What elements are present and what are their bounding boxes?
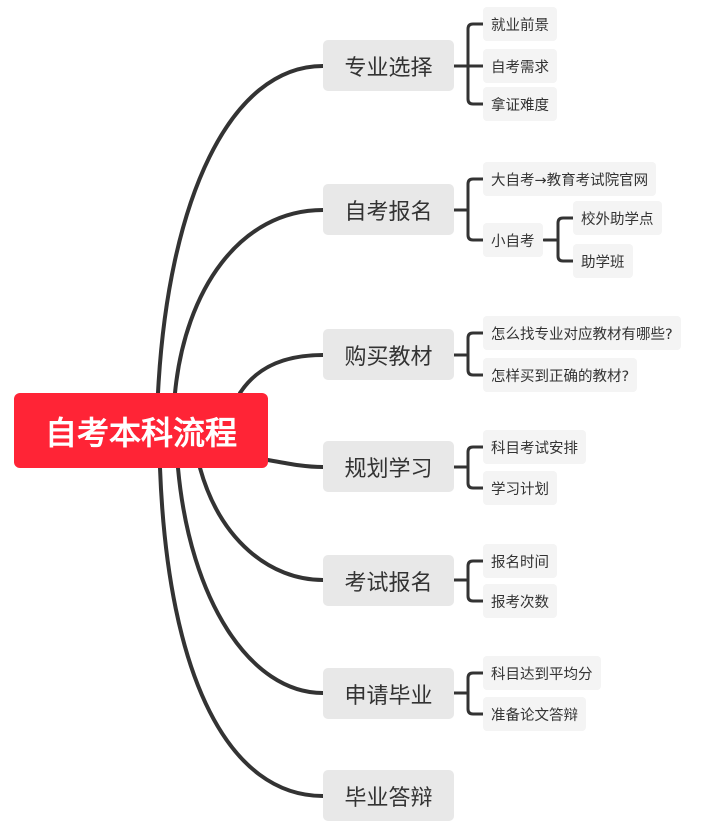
leaf-大自考[interactable]: 大自考→教育考试院官网: [483, 162, 657, 196]
branch-购买教材[interactable]: 购买教材: [323, 329, 454, 380]
branch-毕业答辩[interactable]: 毕业答辩: [323, 770, 454, 821]
leaf-校外助学点[interactable]: 校外助学点: [573, 201, 662, 235]
link-root-毕业答辩: [158, 466, 325, 798]
branch-自考报名[interactable]: 自考报名: [323, 184, 454, 235]
leaf-自考需求[interactable]: 自考需求: [483, 49, 557, 83]
link-root-自考报名: [173, 208, 325, 395]
link-root-申请毕业: [176, 466, 325, 695]
link-root-专业选择: [156, 64, 325, 395]
bracket-小自考: [542, 216, 575, 263]
branch-考试报名[interactable]: 考试报名: [323, 555, 454, 606]
bracket-规划学习: [452, 445, 485, 490]
leaf-报考次数[interactable]: 报考次数: [483, 584, 557, 618]
leaf-科目达到平均分[interactable]: 科目达到平均分: [483, 656, 601, 690]
branch-专业选择[interactable]: 专业选择: [323, 40, 454, 91]
leaf-准备论文答辩[interactable]: 准备论文答辩: [483, 697, 586, 731]
bracket-自考报名: [452, 177, 485, 242]
leaf-买教材[interactable]: 怎样买到正确的教材?: [483, 358, 638, 392]
leaf-助学班[interactable]: 助学班: [573, 244, 633, 278]
link-root-考试报名: [198, 466, 325, 582]
leaf-小自考[interactable]: 小自考: [483, 223, 543, 257]
link-root-购买教材: [238, 353, 325, 395]
branch-规划学习[interactable]: 规划学习: [323, 441, 454, 492]
leaf-拿证难度[interactable]: 拿证难度: [483, 87, 557, 121]
bracket-专业选择: [452, 22, 485, 106]
bracket-购买教材: [452, 331, 485, 377]
link-root-规划学习: [266, 458, 325, 469]
branch-申请毕业[interactable]: 申请毕业: [323, 668, 454, 719]
leaf-找教材[interactable]: 怎么找专业对应教材有哪些?: [483, 316, 681, 350]
leaf-报名时间[interactable]: 报名时间: [483, 544, 557, 578]
bracket-考试报名: [452, 559, 485, 603]
leaf-学习计划[interactable]: 学习计划: [483, 471, 557, 505]
leaf-就业前景[interactable]: 就业前景: [483, 7, 557, 41]
leaf-科目考试安排[interactable]: 科目考试安排: [483, 430, 586, 464]
bracket-申请毕业: [452, 671, 485, 716]
central-topic[interactable]: 自考本科流程: [14, 393, 268, 468]
